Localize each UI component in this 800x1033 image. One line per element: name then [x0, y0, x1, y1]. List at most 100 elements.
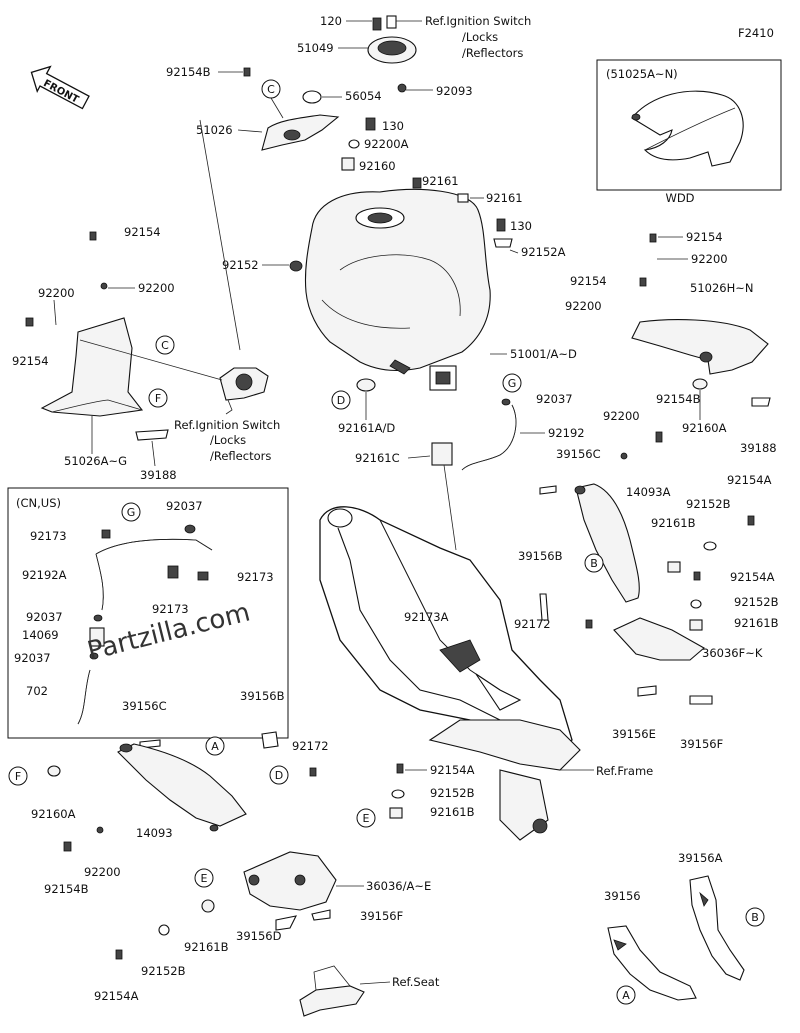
label-36036FK: 36036F~K	[702, 646, 763, 660]
label-92161-a: 92161	[422, 174, 459, 188]
bracket-36036FK	[613, 617, 705, 661]
sticker-39156	[607, 925, 697, 1001]
label-92173A: 92173A	[404, 610, 449, 624]
ref-ignition-mid-2: /Locks	[210, 433, 246, 447]
label-92200A: 92200A	[364, 137, 409, 151]
label-51049: 51049	[297, 41, 334, 55]
cover-51026	[261, 114, 340, 151]
label-39156D: 39156D	[236, 929, 282, 943]
label-92173-box2: 92173	[237, 570, 274, 584]
label-92152A: 92152A	[521, 245, 566, 259]
fuel-tank	[304, 177, 491, 391]
callout-A-sticker: A	[622, 989, 630, 1002]
front-arrow-icon: FRONT	[30, 65, 90, 110]
label-92152B-r: 92152B	[686, 497, 731, 511]
label-92152B-r2: 92152B	[734, 595, 779, 609]
label-39156C-r: 39156C	[556, 447, 601, 461]
label-51026AG: 51026A~G	[64, 454, 127, 468]
label-92200-l: 92200	[138, 281, 175, 295]
label-39156B-l: 39156B	[240, 689, 285, 703]
wdd-variant-box: (51025A~N) WDD	[596, 59, 782, 205]
label-51026HN: 51026H~N	[690, 281, 753, 295]
label-92154-r: 92154	[686, 230, 723, 244]
label-92154A-bl: 92154A	[94, 989, 139, 1003]
label-92154-r2: 92154	[570, 274, 607, 288]
label-39156A: 39156A	[678, 851, 723, 865]
label-92161C: 92161C	[355, 451, 400, 465]
figure-code: F2410	[738, 26, 774, 40]
label-92154B-r: 92154B	[656, 392, 701, 406]
label-39156F-c: 39156F	[360, 909, 403, 923]
callout-F-lower: F	[15, 770, 21, 783]
label-92200-r2: 92200	[565, 299, 602, 313]
label-92154B-bl: 92154B	[44, 882, 89, 896]
callout-D-tank: D	[337, 394, 345, 407]
ref-ignition-mid-3: /Reflectors	[210, 449, 271, 463]
label-14093A: 14093A	[626, 485, 671, 499]
label-92173-box1: 92173	[30, 529, 67, 543]
label-92154-l: 92154	[124, 225, 161, 239]
ref-frame: Ref.Frame	[596, 764, 653, 778]
label-130-a: 130	[382, 119, 404, 133]
label-92037-box2: 92037	[26, 610, 63, 624]
label-92161AD: 92161A/D	[338, 421, 395, 435]
label-120: 120	[320, 14, 342, 28]
right-cover-51026HN	[631, 319, 769, 375]
callout-A-left: A	[211, 740, 219, 753]
label-39156B-r: 39156B	[518, 549, 563, 563]
label-92152B-c: 92152B	[430, 786, 475, 800]
label-92037-box3: 92037	[14, 651, 51, 665]
callout-G-box: G	[127, 506, 136, 519]
label-92154A-r2: 92154A	[730, 570, 775, 584]
label-92161-b: 92161	[486, 191, 523, 205]
region-box-label: (CN,US)	[16, 496, 61, 510]
label-92192A: 92192A	[22, 568, 67, 582]
label-92154A-r: 92154A	[727, 473, 772, 487]
bracket-36036AE	[243, 851, 337, 911]
wdd-caption: WDD	[665, 191, 694, 205]
label-92152: 92152	[222, 258, 259, 272]
sticker-39156A	[689, 875, 745, 981]
callout-C-top: C	[267, 83, 275, 96]
callout-B-right: B	[590, 557, 598, 570]
label-39188-l: 39188	[140, 468, 177, 482]
ignition-switch	[219, 367, 269, 415]
seat-bracket	[299, 965, 365, 1017]
side-panel-14093	[117, 743, 247, 832]
label-92192: 92192	[548, 426, 585, 440]
label-92200-bl: 92200	[84, 865, 121, 879]
left-cover-51026AG	[40, 317, 144, 417]
label-92037-box: 92037	[166, 499, 203, 513]
callout-F-left: F	[155, 392, 161, 405]
callout-E-left: E	[201, 872, 208, 885]
side-panel-14093A	[574, 483, 640, 603]
label-39156E: 39156E	[612, 727, 656, 741]
wdd-range-label: (51025A~N)	[606, 67, 678, 81]
label-39156F-r: 39156F	[680, 737, 723, 751]
ref-ignition-top-3: /Reflectors	[462, 46, 523, 60]
label-92161B-r: 92161B	[651, 516, 696, 530]
label-92152B-bl: 92152B	[141, 964, 186, 978]
label-14093: 14093	[136, 826, 173, 840]
ref-ignition-top-1: Ref.Ignition Switch	[425, 14, 531, 28]
label-51026: 51026	[196, 123, 233, 137]
label-51001: 51001/A~D	[510, 347, 577, 361]
fuel-cap-assembly	[243, 15, 417, 104]
label-92154B-top: 92154B	[166, 65, 211, 79]
label-39156C-l: 39156C	[122, 699, 167, 713]
label-92160A-l: 92160A	[31, 807, 76, 821]
label-92200-r3: 92200	[603, 409, 640, 423]
ref-seat: Ref.Seat	[392, 975, 440, 989]
label-14069: 14069	[22, 628, 59, 642]
label-56054: 56054	[345, 89, 382, 103]
ref-ignition-top-2: /Locks	[462, 30, 498, 44]
callout-D-left: D	[275, 769, 283, 782]
label-92172-r: 92172	[514, 617, 551, 631]
label-92154A-c: 92154A	[430, 763, 475, 777]
label-92093: 92093	[436, 84, 473, 98]
label-92154-ll: 92154	[12, 354, 49, 368]
ref-ignition-mid-1: Ref.Ignition Switch	[174, 418, 280, 432]
label-92172-l: 92172	[292, 739, 329, 753]
